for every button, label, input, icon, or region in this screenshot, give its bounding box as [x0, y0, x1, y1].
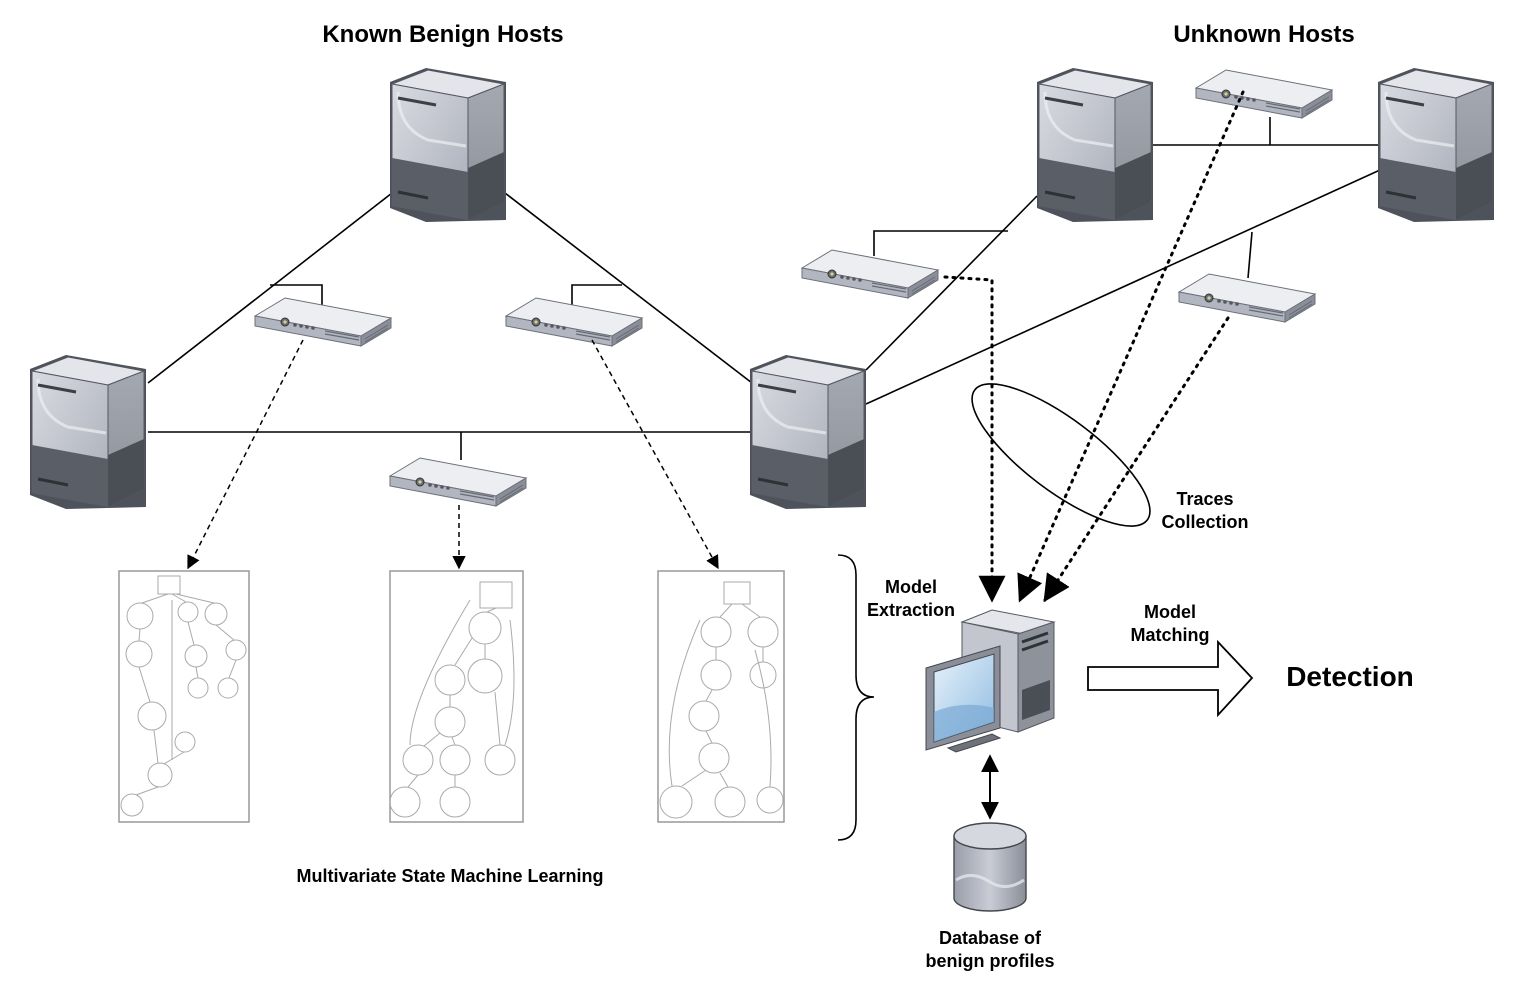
database-label-line1: Database of	[938, 928, 1042, 948]
learning-label: Multivariate State Machine Learning	[296, 866, 604, 886]
extraction-brace	[837, 554, 875, 841]
extraction-label-line1: Model	[885, 577, 937, 597]
state-machine-graph-2	[389, 570, 524, 823]
known-server-left	[28, 353, 148, 511]
matching-arrow	[1087, 639, 1254, 718]
known-router-right	[505, 297, 643, 347]
known-network-links	[147, 192, 753, 460]
detection-label: Detection	[1286, 661, 1414, 692]
known-server-right	[748, 353, 868, 511]
traces-label-line1: Traces	[1176, 489, 1234, 509]
matching-label-line2: Matching	[1130, 625, 1210, 645]
unknown-router-left	[801, 249, 939, 299]
trace-collection-arrows	[943, 90, 1245, 603]
extraction-label-line2: Extraction	[866, 600, 956, 620]
known-hosts-title: Known Benign Hosts	[322, 21, 564, 48]
workstation-icon	[925, 609, 1056, 753]
unknown-server-right	[1376, 66, 1496, 224]
traces-ellipse	[971, 383, 1151, 527]
unknown-router-right	[1178, 273, 1316, 323]
traces-label-line2: Collection	[1161, 512, 1249, 532]
state-machine-graph-3	[657, 570, 785, 823]
database-label-line2: benign profiles	[925, 951, 1055, 971]
unknown-hosts-title: Unknown Hosts	[1173, 21, 1355, 48]
known-router-bottom	[389, 457, 527, 507]
matching-label-line1: Model	[1144, 602, 1196, 622]
database-cylinder-icon	[953, 822, 1027, 912]
known-router-left	[254, 297, 392, 347]
unknown-server-left	[1035, 66, 1155, 224]
unknown-router-top	[1195, 69, 1333, 119]
unknown-network-links	[865, 117, 1381, 405]
known-server-top	[388, 66, 508, 224]
learning-arrows	[187, 339, 719, 570]
state-machine-graph-1	[118, 570, 250, 823]
